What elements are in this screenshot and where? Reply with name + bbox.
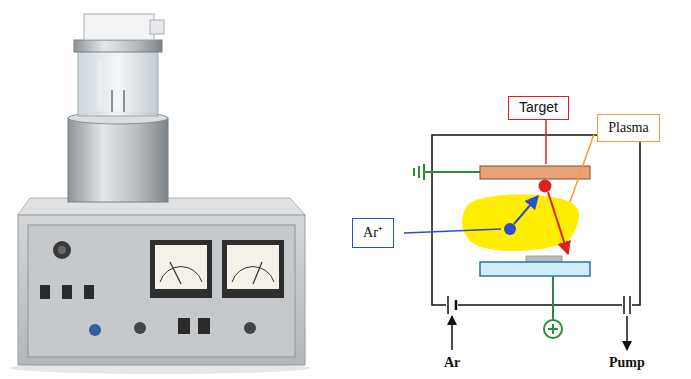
callout-box: Target xyxy=(508,96,569,120)
callout-text: Target xyxy=(519,100,558,115)
sputter-coater-photo xyxy=(10,14,310,374)
callout-box: Plasma xyxy=(597,114,660,142)
sputter-schematic xyxy=(404,120,640,350)
callout-box: Ar⁺ xyxy=(352,218,394,248)
pump-label: Pump xyxy=(609,355,645,370)
callout-text: Plasma xyxy=(608,120,648,135)
callout-text: Ar⁺ xyxy=(363,225,383,240)
gas-label: Ar xyxy=(444,355,460,370)
